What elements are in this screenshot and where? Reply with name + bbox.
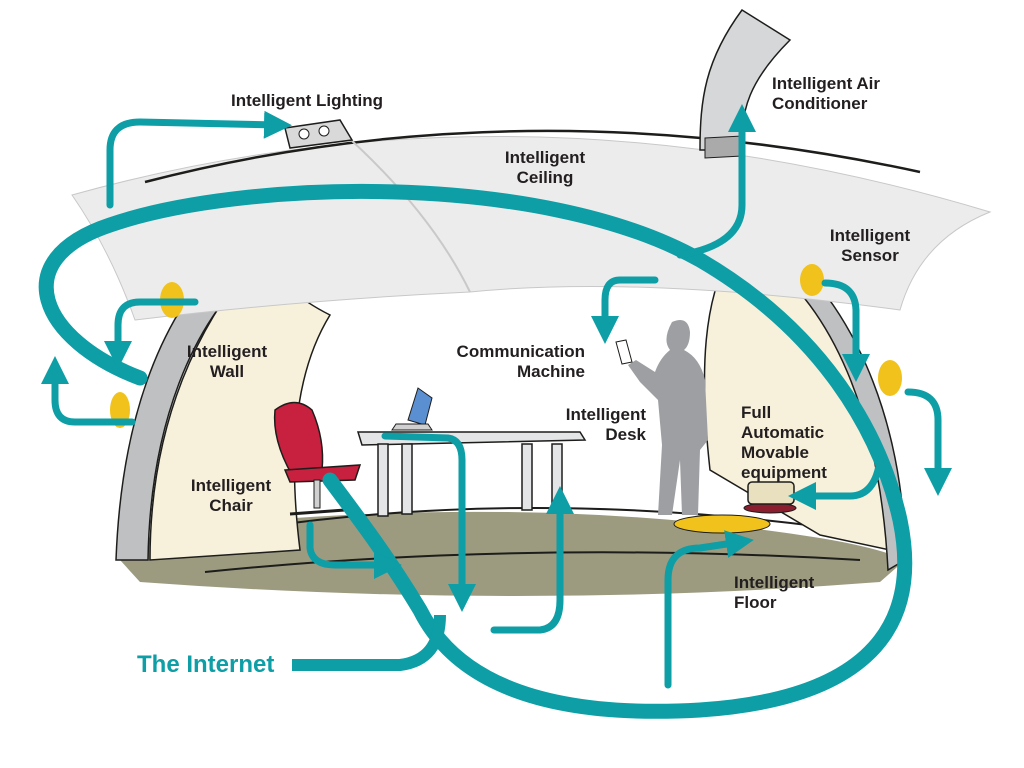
light-bulb-2 bbox=[318, 125, 330, 137]
chair-back bbox=[273, 401, 324, 476]
desk-leg-1 bbox=[377, 443, 389, 517]
label-the-internet: The Internet bbox=[137, 651, 275, 678]
link-desk-right bbox=[490, 486, 574, 634]
link-lighting bbox=[106, 110, 292, 209]
label-intelligent-ceiling: Intelligent Ceiling bbox=[490, 148, 600, 188]
sensor-right-top bbox=[800, 264, 824, 296]
ceiling-rim-line bbox=[144, 129, 921, 184]
label-full-automatic-movable-equipment: Full Automatic Movable equipment bbox=[741, 403, 827, 483]
label-desk-line-2: Desk bbox=[605, 425, 646, 444]
chair-base bbox=[289, 508, 346, 516]
lighting-fixture bbox=[284, 119, 354, 149]
label-movable-line-2: Automatic bbox=[741, 423, 825, 442]
label-movable-line-4: equipment bbox=[741, 463, 827, 482]
link-wall-lower bbox=[41, 356, 136, 426]
sensor-right-bottom bbox=[878, 360, 902, 396]
label-communication-line-1: Communication bbox=[456, 342, 585, 361]
mobile-phone bbox=[615, 339, 633, 365]
desk-leg-2 bbox=[401, 443, 413, 515]
left-wall-panel bbox=[149, 248, 332, 561]
label-desk-line-1: Intelligent bbox=[565, 405, 646, 424]
label-wall-line-1: Intelligent bbox=[186, 342, 268, 361]
link-movable bbox=[788, 456, 884, 510]
label-ceiling-line-1: Intelligent bbox=[504, 148, 586, 167]
label-sensor-line-1: Intelligent bbox=[829, 226, 911, 245]
label-wall-line-2: Wall bbox=[209, 362, 245, 381]
label-chair-line-2: Chair bbox=[209, 496, 253, 515]
movable-equipment-body bbox=[747, 481, 795, 505]
person-silhouette bbox=[628, 319, 708, 515]
chair-seat bbox=[283, 464, 362, 483]
ceiling-seam bbox=[339, 129, 471, 293]
label-intelligent-air-conditioner: Intelligent Air Conditioner bbox=[772, 74, 880, 114]
label-ceiling-line-2: Ceiling bbox=[516, 168, 574, 187]
label-communication-line-2: Machine bbox=[516, 362, 585, 381]
internet-feed-line bbox=[292, 614, 446, 671]
chair-post bbox=[313, 479, 321, 509]
label-intelligent-chair: Intelligent Chair bbox=[178, 476, 284, 516]
floor-edge-line-2 bbox=[204, 551, 861, 573]
link-right-wall bbox=[904, 388, 952, 496]
desk-leg-3 bbox=[521, 443, 533, 511]
light-bulb-1 bbox=[298, 128, 310, 140]
laptop-screen bbox=[407, 387, 433, 426]
label-air-conditioner-line-2: Conditioner bbox=[772, 94, 868, 113]
label-intelligent-floor: Intelligent Floor bbox=[734, 573, 814, 613]
link-air-conditioner bbox=[676, 104, 756, 259]
label-sensor-line-2: Sensor bbox=[841, 246, 899, 265]
label-intelligent-lighting: Intelligent Lighting bbox=[231, 91, 384, 110]
floor-tile bbox=[673, 514, 771, 534]
link-wall-upper bbox=[104, 298, 199, 369]
laptop-base bbox=[391, 423, 433, 431]
label-chair-line-1: Intelligent bbox=[190, 476, 272, 495]
label-floor-line-2: Floor bbox=[734, 593, 777, 612]
link-desk-left bbox=[381, 432, 476, 612]
label-intelligent-desk: Intelligent Desk bbox=[548, 405, 646, 445]
label-intelligent-sensor: Intelligent Sensor bbox=[815, 226, 925, 266]
link-floor bbox=[664, 530, 754, 689]
link-communication bbox=[591, 276, 659, 344]
label-communication-machine: Communication Machine bbox=[435, 342, 585, 382]
label-floor-line-1: Intelligent bbox=[734, 573, 815, 592]
label-intelligent-wall: Intelligent Wall bbox=[172, 342, 282, 382]
link-sensor bbox=[821, 279, 870, 382]
label-movable-line-1: Full bbox=[741, 403, 772, 422]
label-movable-line-3: Movable bbox=[741, 443, 810, 462]
label-air-conditioner-line-1: Intelligent Air bbox=[772, 74, 880, 93]
air-conditioner-vent bbox=[704, 135, 743, 159]
link-chair bbox=[306, 521, 402, 579]
